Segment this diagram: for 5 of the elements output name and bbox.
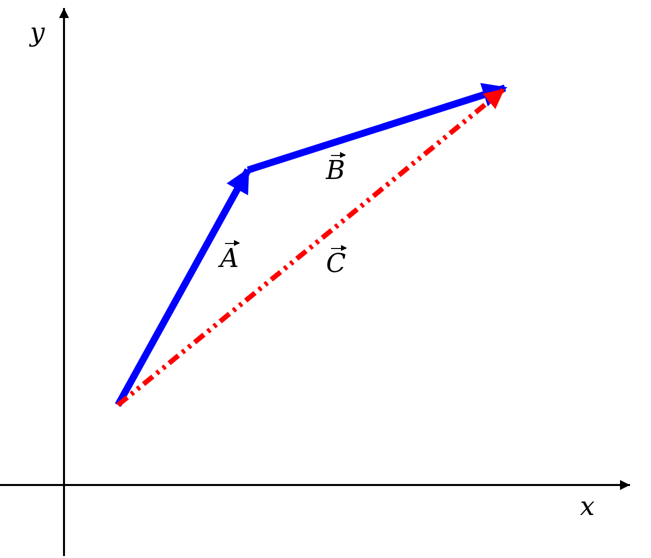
- vector-label: B: [326, 152, 346, 186]
- axis-label: y: [30, 18, 45, 48]
- axis-label: x: [580, 492, 595, 522]
- vector-label: C: [326, 245, 346, 279]
- vector-label: A: [220, 240, 239, 274]
